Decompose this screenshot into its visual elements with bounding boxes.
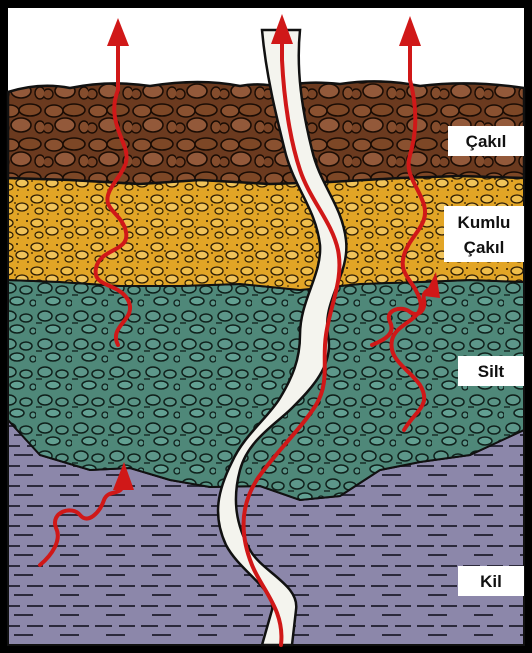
label-kumlu-text: Kumlu (458, 213, 511, 232)
label-silt: Silt (458, 356, 524, 386)
label-cakil-text: Çakıl (466, 132, 507, 151)
label-kil: Kil (458, 566, 524, 596)
layer-cakil (8, 81, 524, 184)
label-kumlu-cakil-text: Çakıl (464, 238, 505, 257)
label-silt-text: Silt (478, 362, 505, 381)
label-cakil: Çakıl (448, 126, 524, 156)
label-kil-text: Kil (480, 572, 502, 591)
label-kumlu-cakil: Kumlu Çakıl (444, 206, 524, 262)
